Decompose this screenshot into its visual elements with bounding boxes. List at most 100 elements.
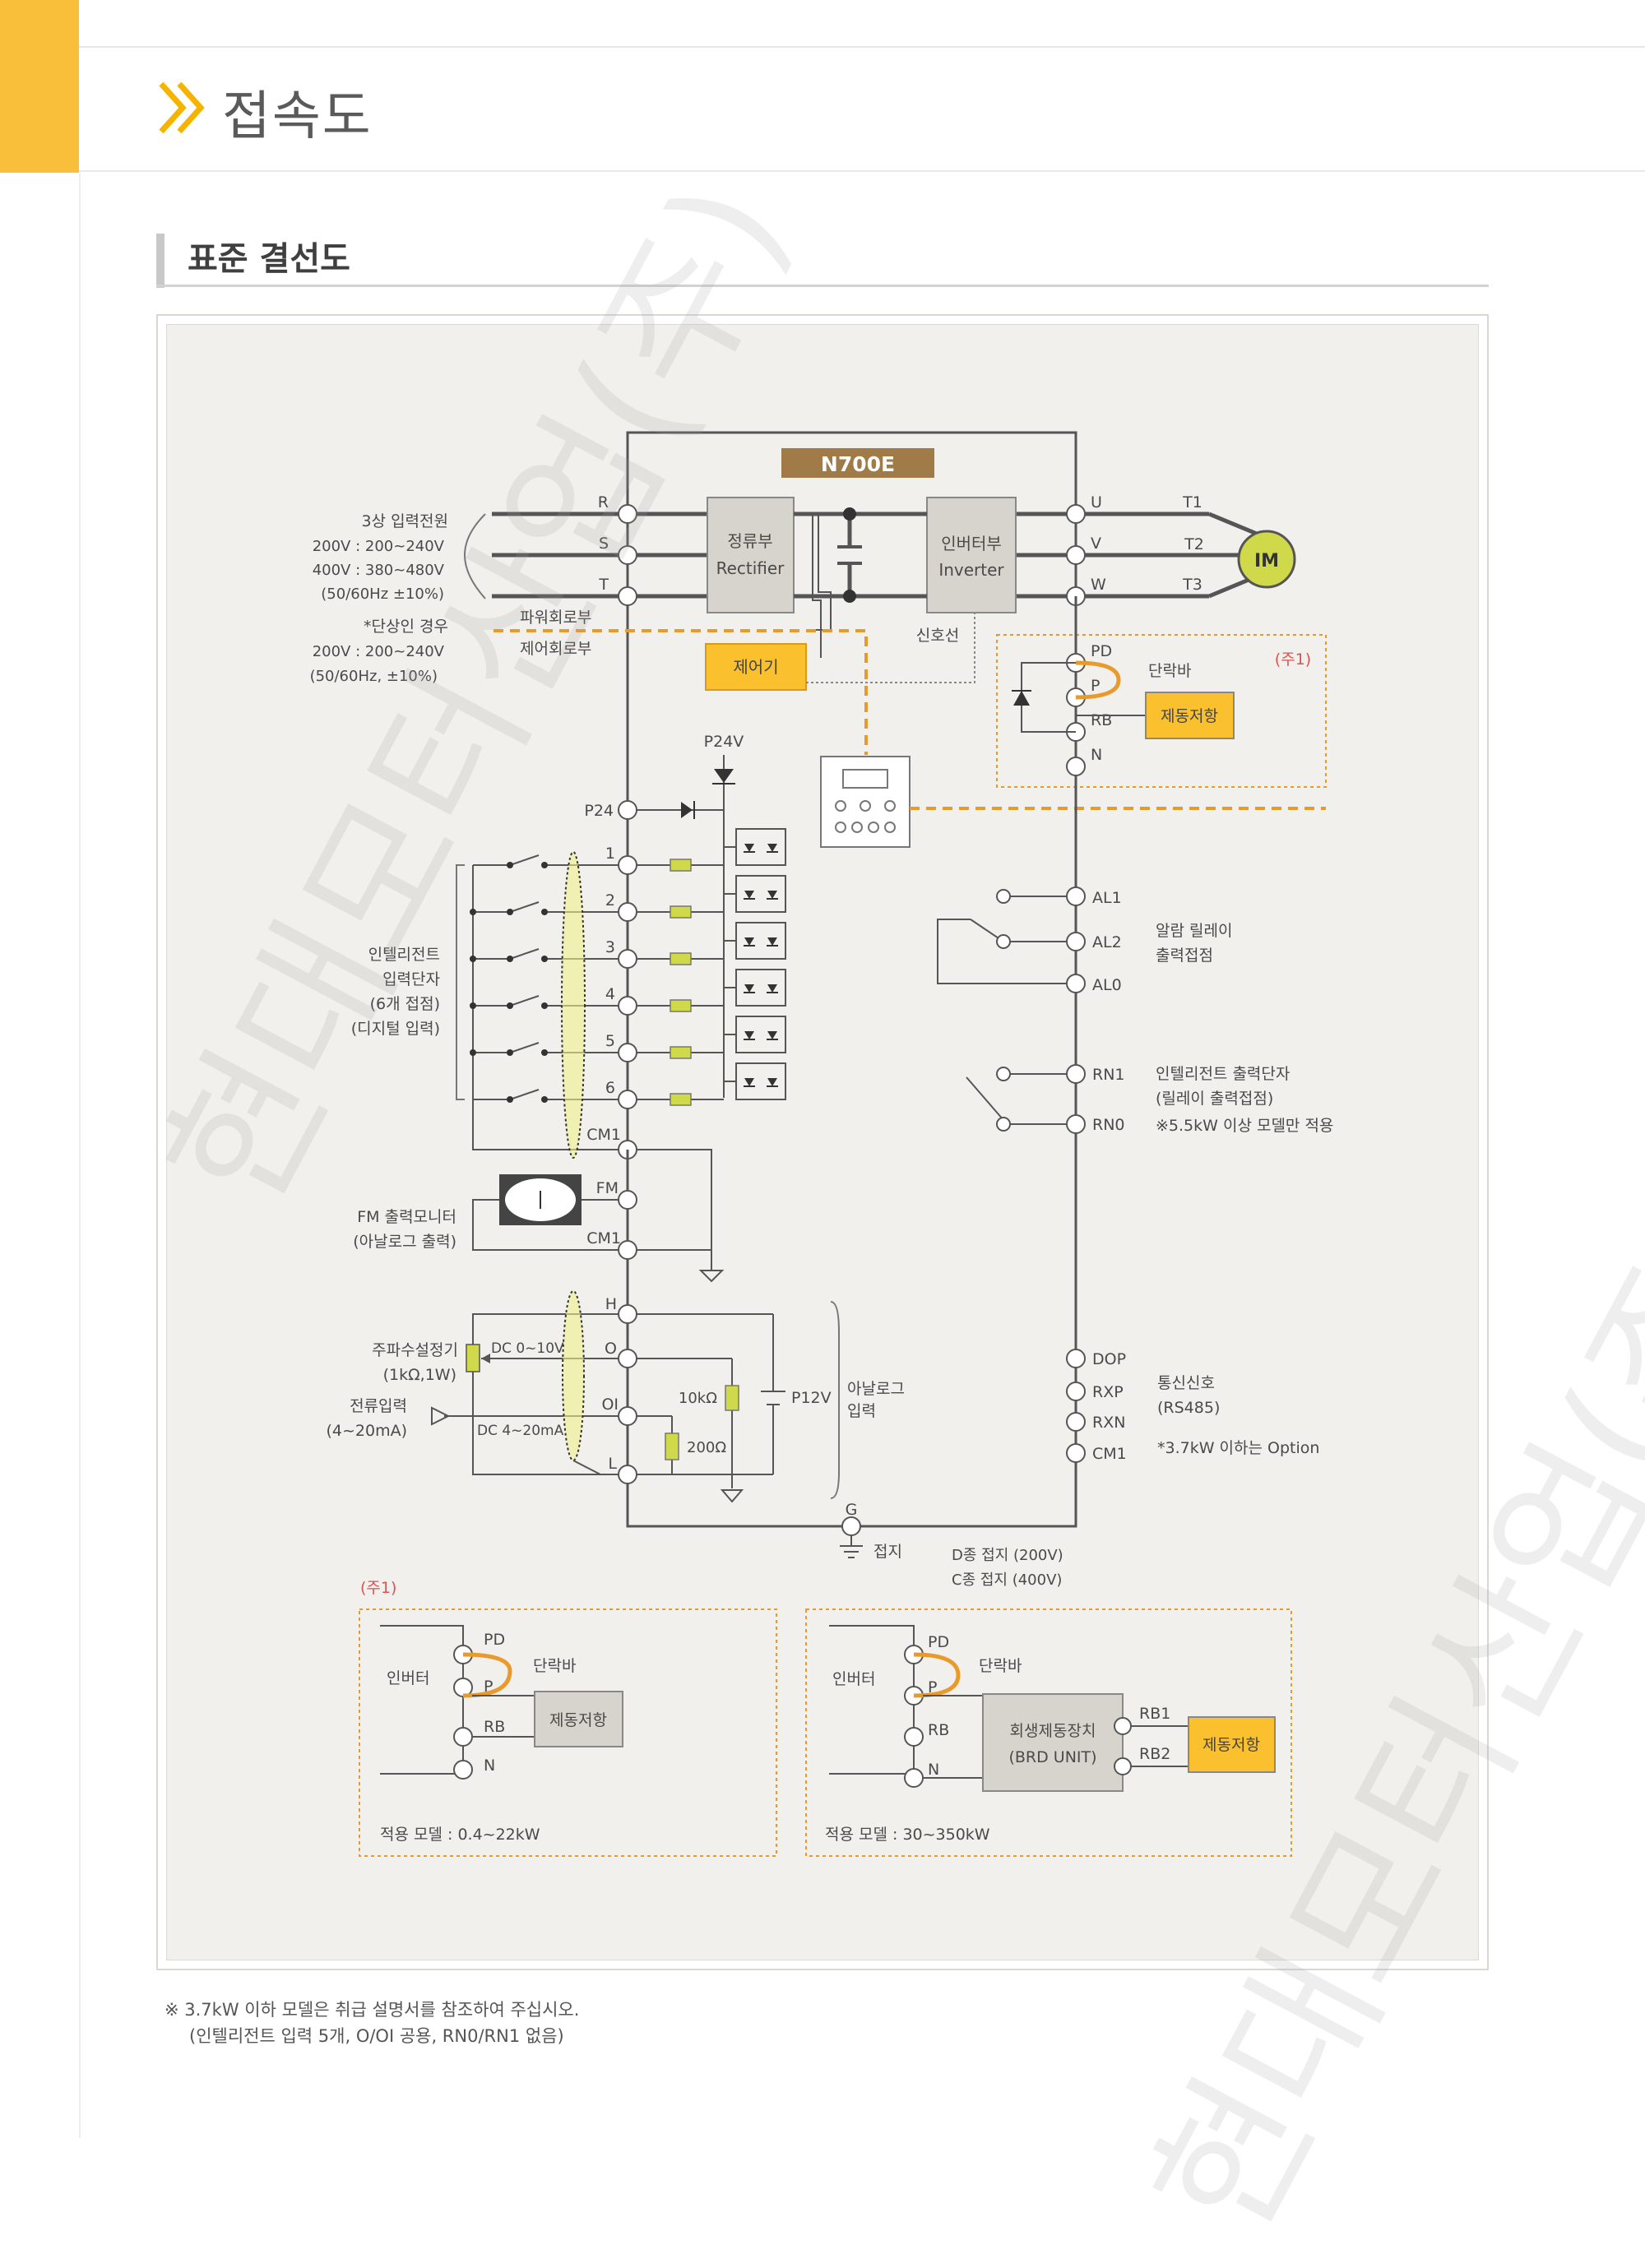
terminal-label: PD bbox=[484, 1631, 505, 1649]
ground-icon bbox=[720, 1489, 744, 1503]
short-bar bbox=[462, 1652, 512, 1698]
terminal-l bbox=[618, 1465, 637, 1484]
terminal-label: O bbox=[605, 1340, 617, 1358]
brd-unit-sublabel: (BRD UNIT) bbox=[1008, 1748, 1096, 1766]
ground-type-label: D종 접지 (200V) bbox=[952, 1547, 1063, 1564]
intelligent-input-label: 입력단자 bbox=[382, 970, 440, 988]
terminal-cm1-comm bbox=[1066, 1443, 1086, 1463]
terminal-fm bbox=[618, 1190, 637, 1210]
footnote-line: (인텔리전트 입력 5개, O/OI 공용, RN0/RN1 없음) bbox=[189, 2026, 564, 2046]
header-rule bbox=[79, 46, 1645, 48]
terminal-label: 1 bbox=[605, 845, 615, 863]
switch-contacts bbox=[470, 862, 548, 1103]
analog-input-label: 입력 bbox=[847, 1402, 876, 1420]
intelligent-output-label: 인텔리전트 출력단자 bbox=[1156, 1065, 1290, 1083]
section-rule bbox=[156, 285, 1489, 287]
resistor-200 bbox=[665, 1433, 679, 1460]
brd-unit bbox=[982, 1693, 1124, 1792]
terminal-label: V bbox=[1091, 535, 1101, 553]
analog-brace bbox=[830, 1301, 840, 1499]
motor-lead-label: T3 bbox=[1182, 576, 1202, 594]
power-input-brace bbox=[463, 513, 486, 599]
motor-lead-label: T1 bbox=[1182, 493, 1202, 511]
terminal-label: AL0 bbox=[1092, 976, 1122, 994]
cm1-ground-wire bbox=[637, 1149, 712, 1250]
dc-node bbox=[843, 507, 856, 521]
dc-signal-wire bbox=[812, 514, 822, 658]
ground-icon bbox=[698, 1250, 725, 1283]
intelligent-output-note: ※5.5kW 이상 모델만 적용 bbox=[1156, 1117, 1333, 1135]
terminal-label: 4 bbox=[605, 985, 615, 1003]
terminal-cm1-fm bbox=[618, 1240, 637, 1260]
terminal-label: PD bbox=[928, 1633, 949, 1651]
controller-label: 제어기 bbox=[733, 657, 778, 677]
terminal-label: L bbox=[608, 1455, 617, 1473]
comm-signal-note: *3.7kW 이하는 Option bbox=[1157, 1439, 1319, 1457]
terminal-u bbox=[1066, 504, 1086, 524]
alarm-relay-label: 출력접점 bbox=[1156, 947, 1213, 965]
input-group-brace bbox=[456, 864, 465, 1100]
terminal-label: RB bbox=[1091, 711, 1112, 729]
ground-label: 접지 bbox=[873, 1543, 902, 1561]
short-bar bbox=[1075, 660, 1121, 700]
terminal-label: 3 bbox=[605, 938, 615, 956]
shield-ellipse bbox=[561, 851, 586, 1159]
intelligent-output-label: (릴레이 출력접점) bbox=[1156, 1090, 1273, 1108]
power-input-spec: (50/60Hz ±10%) bbox=[321, 586, 444, 603]
inverter-label: 인버터부 bbox=[941, 534, 1002, 553]
earth-ground-icon bbox=[840, 1545, 863, 1558]
terminal-label: P bbox=[484, 1678, 493, 1696]
control-boundary bbox=[494, 629, 868, 755]
power-input-title: 3상 입력전원 bbox=[361, 512, 448, 530]
motor-lead-label: T2 bbox=[1184, 535, 1204, 553]
brake-resistor bbox=[1145, 692, 1235, 739]
p24v-label: P24V bbox=[704, 733, 744, 751]
terminal-label: AL2 bbox=[1092, 933, 1122, 951]
terminal-input-4 bbox=[618, 996, 637, 1016]
terminal-label: AL1 bbox=[1092, 889, 1122, 907]
note2-inverter-label: 인버터 bbox=[832, 1670, 875, 1688]
motor-icon bbox=[1237, 530, 1296, 589]
brake-diode-icon bbox=[1013, 691, 1030, 706]
controller-block bbox=[705, 643, 807, 691]
resistor-10k bbox=[725, 1385, 739, 1411]
ground-type-label: C종 접지 (400V) bbox=[952, 1571, 1062, 1589]
p12v-label: P12V bbox=[791, 1389, 832, 1407]
terminal-r bbox=[618, 504, 637, 524]
short-bar bbox=[913, 1652, 961, 1698]
note1-title: (주1) bbox=[360, 1579, 396, 1597]
rectifier-sublabel: Rectifier bbox=[716, 558, 785, 578]
analog-shield-ellipse bbox=[562, 1290, 585, 1461]
terminal-label: H bbox=[605, 1295, 617, 1313]
p24-diode-icon bbox=[681, 802, 693, 818]
note2-applies: 적용 모델 : 30~350kW bbox=[825, 1826, 990, 1844]
single-phase-spec: 200V : 200~240V bbox=[313, 643, 445, 660]
terminal-p24 bbox=[618, 800, 637, 820]
terminal-oi bbox=[618, 1406, 637, 1426]
inverter-block bbox=[926, 497, 1017, 613]
terminal-input-5 bbox=[618, 1043, 637, 1062]
footnote: ※ 3.7kW 이하 모델은 취급 설명서를 참조하여 주십시오. (인텔리전트… bbox=[164, 1997, 579, 2049]
terminal-rxn bbox=[1066, 1412, 1086, 1432]
note1-resistor bbox=[534, 1691, 623, 1747]
terminal-label: P bbox=[1091, 677, 1100, 695]
section-title: 표준 결선도 bbox=[188, 240, 350, 278]
terminal-al0 bbox=[1066, 974, 1086, 993]
analog-input-label: 아날로그 bbox=[847, 1380, 905, 1398]
dc-link bbox=[794, 511, 927, 599]
power-input-spec: 400V : 380~480V bbox=[313, 562, 445, 579]
terminal-label: CM1 bbox=[586, 1126, 621, 1144]
terminal-label: P bbox=[928, 1678, 937, 1696]
footnote-line: ※ 3.7kW 이하 모델은 취급 설명서를 참조하여 주십시오. bbox=[164, 2000, 580, 2020]
note1-short-bar-label: 단락바 bbox=[533, 1657, 576, 1675]
terminal-rxp bbox=[1066, 1382, 1086, 1401]
terminal-label: G bbox=[846, 1501, 858, 1519]
rectifier-block bbox=[707, 497, 795, 613]
terminal-label: RB2 bbox=[1139, 1745, 1170, 1763]
power-output-lines bbox=[1076, 511, 1263, 599]
brake-option-box bbox=[996, 634, 1327, 788]
terminal-t bbox=[618, 586, 637, 606]
terminal-label: RB1 bbox=[1139, 1705, 1170, 1723]
section-marker bbox=[156, 234, 164, 288]
side-accent-bar bbox=[0, 0, 79, 173]
